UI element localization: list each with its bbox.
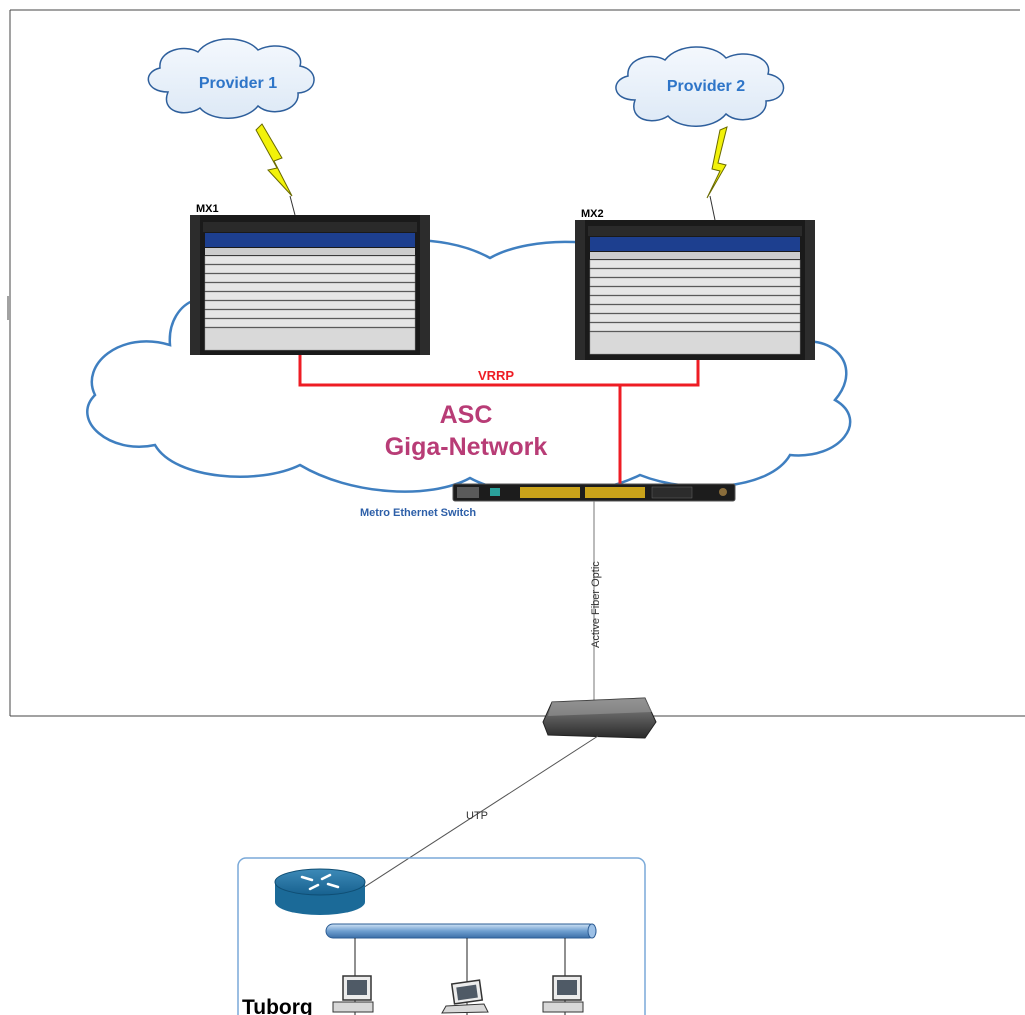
vrrp-label: VRRP — [478, 368, 514, 383]
metro-ethernet-switch — [452, 483, 736, 502]
provider2-label: Provider 2 — [667, 78, 745, 95]
fiber-label: Active Fiber Optic — [590, 561, 602, 648]
router-icon — [274, 868, 366, 915]
mx1-label: MX1 — [196, 203, 219, 215]
desktop-computer-icon — [332, 975, 374, 1013]
site-box — [237, 857, 646, 1015]
provider2-cloud — [615, 46, 785, 127]
network-name-line2: Giga-Network — [385, 433, 548, 461]
cpe-device — [542, 697, 657, 739]
vrrp-links — [298, 355, 700, 484]
switch-label: Metro Ethernet Switch — [360, 507, 476, 519]
utp-label: UTP — [466, 810, 488, 822]
utp-link — [351, 735, 599, 896]
provider1-cloud — [147, 38, 315, 119]
site-name: Tuborg — [242, 996, 313, 1015]
mx2-label: MX2 — [581, 208, 604, 220]
provider1-label: Provider 1 — [199, 75, 277, 92]
mx1-router-chassis — [190, 215, 430, 355]
mx2-router-chassis — [575, 220, 815, 360]
laptop-icon — [441, 979, 489, 1014]
network-name-line1: ASC — [440, 401, 493, 429]
lightning-bolt-icon — [706, 126, 728, 199]
lightning-bolt-icon — [255, 123, 293, 197]
desktop-computer-icon — [542, 975, 584, 1013]
boundary-frame — [7, 9, 1025, 717]
